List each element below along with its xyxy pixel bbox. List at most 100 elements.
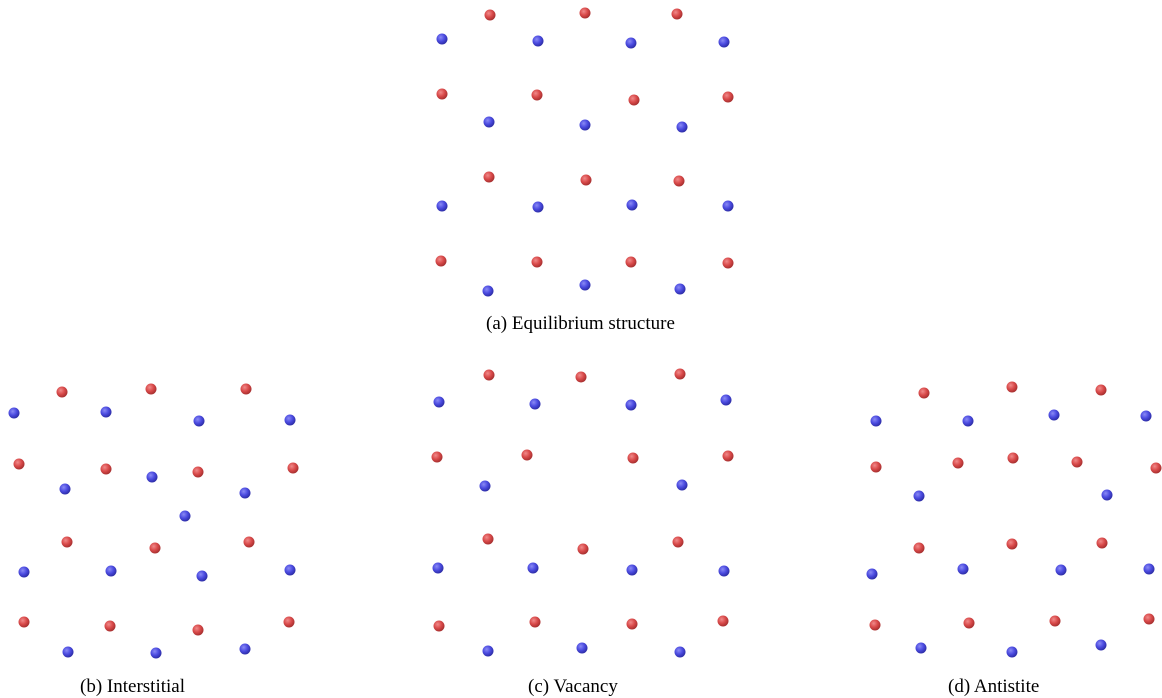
red-atom (627, 452, 639, 464)
blue-atom (722, 200, 734, 212)
red-atom (435, 255, 447, 267)
blue-atom (482, 645, 494, 657)
blue-atom (626, 564, 638, 576)
red-atom (56, 386, 68, 398)
red-atom (521, 449, 533, 461)
blue-atom (1140, 410, 1152, 422)
blue-atom (579, 119, 591, 131)
blue-atom (239, 487, 251, 499)
blue-atom (193, 415, 205, 427)
red-atom (673, 175, 685, 187)
red-atom (869, 619, 881, 631)
blue-atom (674, 283, 686, 295)
blue-atom (957, 563, 969, 575)
blue-atom (239, 643, 251, 655)
red-atom (1006, 381, 1018, 393)
red-atom (529, 616, 541, 628)
blue-atom (1055, 564, 1067, 576)
red-atom (484, 9, 496, 21)
blue-atom (1101, 489, 1113, 501)
blue-atom (866, 568, 878, 580)
red-atom (18, 616, 30, 628)
red-atom (436, 88, 448, 100)
blue-atom (718, 36, 730, 48)
red-atom (100, 463, 112, 475)
blue-atom (576, 642, 588, 654)
blue-atom (59, 483, 71, 495)
blue-atom (8, 407, 20, 419)
red-atom (1096, 537, 1108, 549)
blue-atom (529, 398, 541, 410)
red-atom (918, 387, 930, 399)
blue-atom (150, 647, 162, 659)
red-atom (482, 533, 494, 545)
blue-atom (1143, 563, 1155, 575)
blue-atom (527, 562, 539, 574)
red-atom (192, 624, 204, 636)
red-atom (145, 383, 157, 395)
blue-atom (915, 642, 927, 654)
red-atom (672, 536, 684, 548)
blue-atom (483, 116, 495, 128)
red-atom (1007, 452, 1019, 464)
blue-atom (479, 480, 491, 492)
blue-atom (196, 570, 208, 582)
red-atom (717, 615, 729, 627)
blue-atom (532, 35, 544, 47)
red-atom (531, 89, 543, 101)
red-atom (240, 383, 252, 395)
red-atom (579, 7, 591, 19)
blue-atom (913, 490, 925, 502)
red-atom (722, 450, 734, 462)
red-atom (722, 257, 734, 269)
blue-atom (962, 415, 974, 427)
red-atom (870, 461, 882, 473)
caption-interstitial: (b) Interstitial (80, 676, 185, 697)
blue-atom (100, 406, 112, 418)
blue-atom (433, 396, 445, 408)
blue-atom (1095, 639, 1107, 651)
blue-atom (674, 646, 686, 658)
red-atom (1095, 384, 1107, 396)
blue-atom (720, 394, 732, 406)
red-atom (483, 171, 495, 183)
red-atom (1150, 462, 1162, 474)
blue-atom (146, 471, 158, 483)
blue-atom (284, 414, 296, 426)
red-atom (722, 91, 734, 103)
blue-atom (626, 199, 638, 211)
red-atom (952, 457, 964, 469)
red-atom (61, 536, 73, 548)
red-atom (1143, 613, 1155, 625)
blue-atom (676, 121, 688, 133)
red-atom (192, 466, 204, 478)
blue-atom (1006, 646, 1018, 658)
blue-atom (179, 510, 191, 522)
blue-atom (436, 33, 448, 45)
red-atom (531, 256, 543, 268)
red-atom (483, 369, 495, 381)
red-atom (104, 620, 116, 632)
blue-atom (579, 279, 591, 291)
blue-atom (62, 646, 74, 658)
red-atom (1071, 456, 1083, 468)
red-atom (149, 542, 161, 554)
red-atom (431, 451, 443, 463)
red-atom (913, 542, 925, 554)
red-atom (577, 543, 589, 555)
caption-vacancy: (c) Vacancy (528, 676, 618, 697)
blue-atom (870, 415, 882, 427)
blue-atom (105, 565, 117, 577)
red-atom (674, 368, 686, 380)
red-atom (433, 620, 445, 632)
red-atom (580, 174, 592, 186)
blue-atom (482, 285, 494, 297)
red-atom (13, 458, 25, 470)
red-atom (671, 8, 683, 20)
red-atom (628, 94, 640, 106)
red-atom (626, 618, 638, 630)
